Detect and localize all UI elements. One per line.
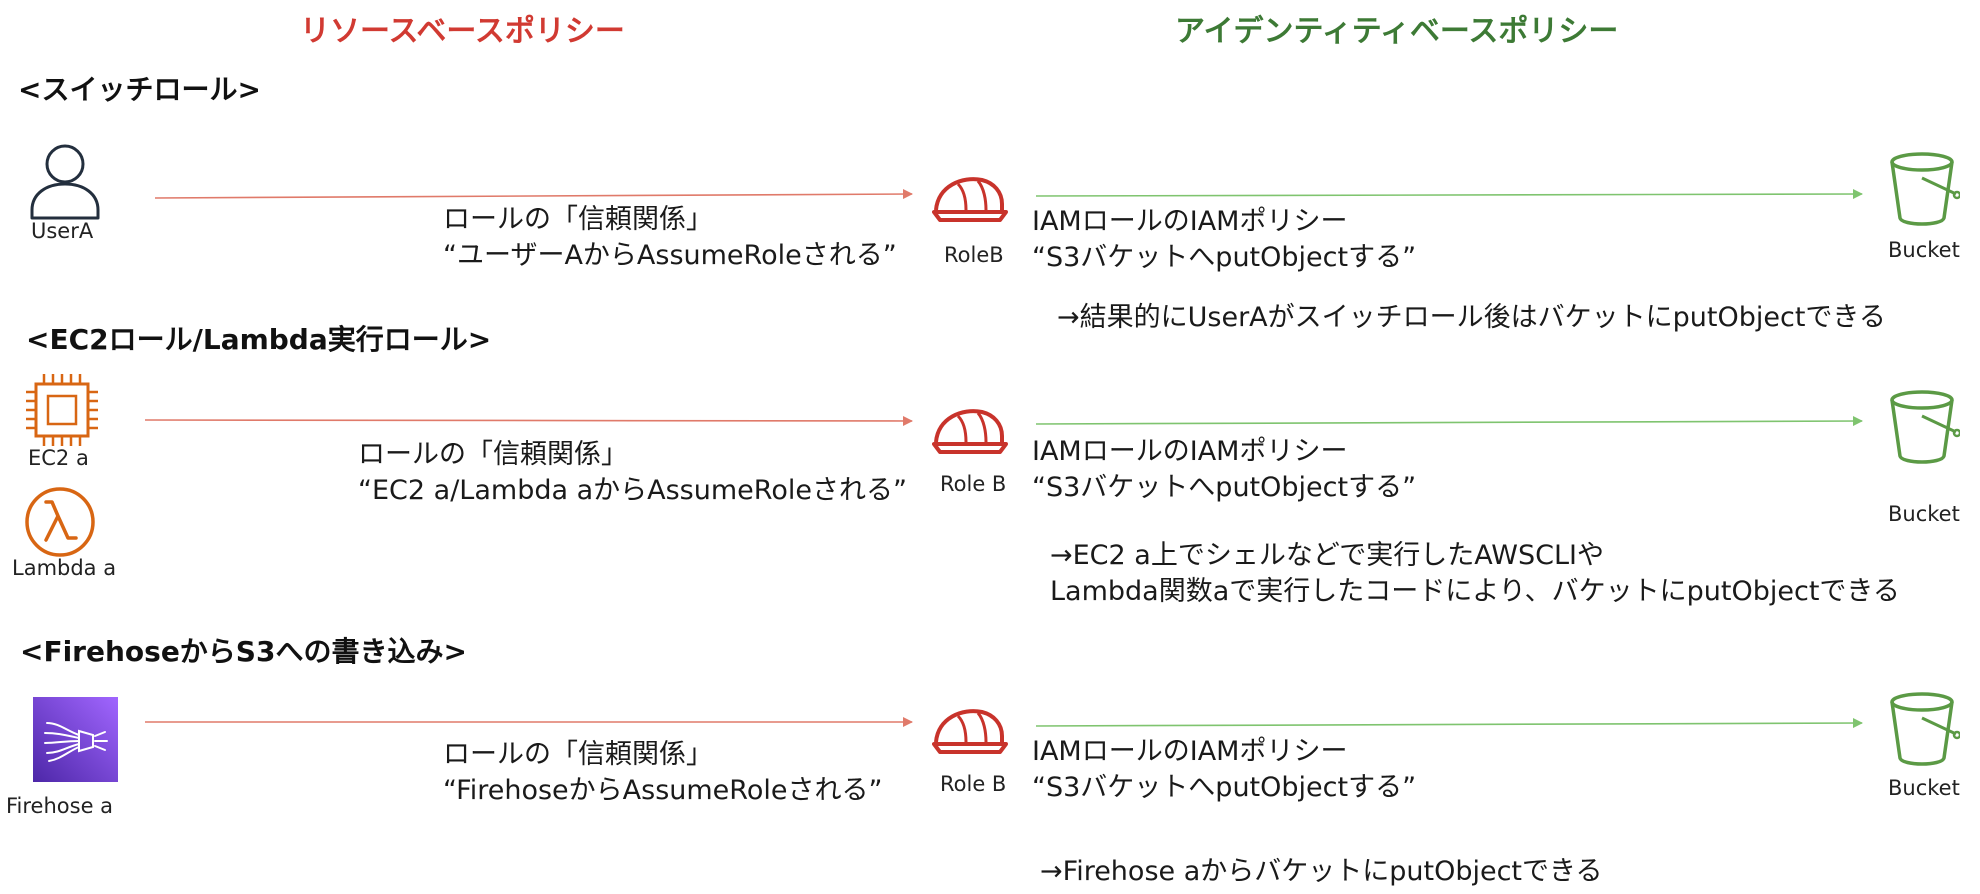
policy-arrow-3 <box>1035 718 1863 729</box>
result-text-2: →EC2 a上でシェルなどで実行したAWSCLIや Lambda関数aで実行した… <box>1050 540 1900 607</box>
iam-policy-text-2: IAMロールのIAMポリシー “S3バケットへputObjectする” <box>1032 436 1417 503</box>
iam-policy-text-3: IAMロールのIAMポリシー “S3バケットへputObjectする” <box>1032 736 1417 803</box>
identity-policy-header: アイデンティティベースポリシー <box>1175 14 1619 49</box>
principal-label-lambda: Lambda a <box>12 556 117 580</box>
principal-label-usera: UserA <box>31 219 94 243</box>
policy-arrow-2 <box>1035 416 1863 427</box>
section-title-firehose-s3: <FirehoseからS3への書き込み> <box>20 635 467 668</box>
result-text-1: →結果的にUserAがスイッチロール後はバケットにputObjectできる <box>1057 302 1886 333</box>
firehose-icon <box>33 697 118 782</box>
trust-relationship-text-1: ロールの「信頼関係」 “ユーザーAからAssumeRoleされる” <box>443 204 897 271</box>
bucket-label-2: Bucket <box>1888 502 1960 526</box>
bucket-label-1: Bucket <box>1888 238 1960 262</box>
s3-bucket-icon <box>1890 152 1960 226</box>
resource-policy-header: リソースベースポリシー <box>300 14 625 49</box>
s3-bucket-icon <box>1890 390 1960 464</box>
iam-policy-text-1: IAMロールのIAMポリシー “S3バケットへputObjectする” <box>1032 206 1417 273</box>
section-title-switch-role: <スイッチロール> <box>18 73 261 106</box>
trust-relationship-text-2: ロールの「信頼関係」 “EC2 a/Lambda aからAssumeRoleされ… <box>358 439 907 506</box>
trust-relationship-text-3: ロールの「信頼関係」 “FirehoseからAssumeRoleされる” <box>443 739 883 806</box>
trust-arrow-1 <box>154 189 913 200</box>
iam-role-helmet-icon <box>932 709 1008 754</box>
policy-arrow-1 <box>1035 189 1863 200</box>
principal-label-firehose: Firehose a <box>6 794 114 818</box>
role-label-3: Role B <box>940 772 1007 796</box>
iam-role-helmet-icon <box>932 409 1008 454</box>
lambda-icon <box>25 487 95 557</box>
ec2-chip-icon <box>26 374 98 446</box>
role-label-1: RoleB <box>944 243 1004 267</box>
result-text-3: →Firehose aからバケットにputObjectできる <box>1040 856 1603 887</box>
iam-role-helmet-icon <box>932 177 1008 222</box>
trust-arrow-2 <box>144 415 913 426</box>
principal-label-ec2: EC2 a <box>28 446 89 470</box>
role-label-2: Role B <box>940 472 1007 496</box>
user-icon <box>30 144 100 220</box>
bucket-label-3: Bucket <box>1888 776 1960 800</box>
s3-bucket-icon <box>1890 692 1960 766</box>
section-title-ec2-lambda-role: <EC2ロール/Lambda実行ロール> <box>26 323 492 356</box>
